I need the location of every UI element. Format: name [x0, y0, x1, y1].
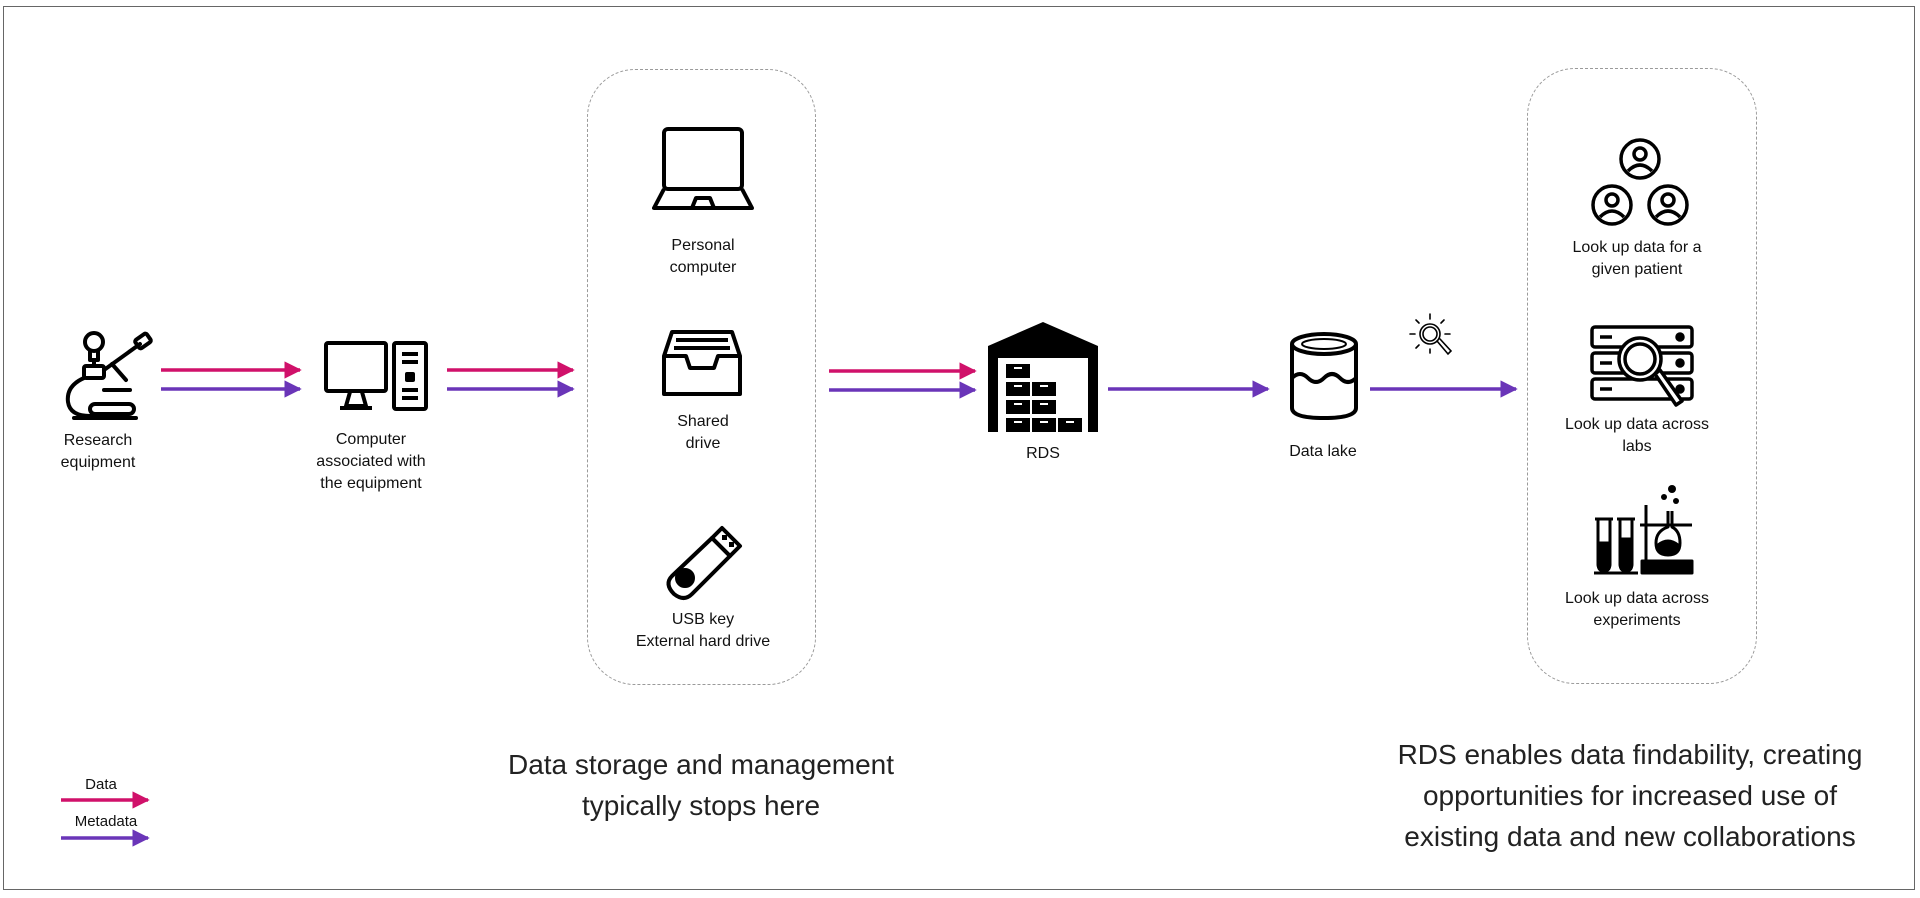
- search-insight-icon: [1408, 312, 1456, 362]
- labs-label: Look up data across labs: [1564, 416, 1710, 455]
- personal-computer-label: Personal computer: [669, 237, 737, 276]
- inbox-tray-icon: [662, 328, 742, 398]
- diagram-frame: [3, 6, 1915, 890]
- legend-metadata-label: Metadata: [74, 813, 138, 830]
- laptop-icon: [652, 126, 754, 211]
- warehouse-icon: [988, 320, 1098, 432]
- database-cylinder-icon: [1288, 330, 1360, 422]
- findability-group-box: [1527, 68, 1757, 684]
- server-search-icon: [1590, 325, 1696, 415]
- desktop-computer-icon: [324, 340, 428, 412]
- shared-drive-label: Shared drive: [677, 413, 729, 452]
- storage-group-box: [587, 69, 816, 685]
- usb-key-icon: [660, 520, 746, 606]
- computer-label: Computer associated with the equipment: [316, 431, 426, 492]
- research-equipment-label: Research equipment: [60, 432, 136, 471]
- experiments-label: Look up data across experiments: [1564, 590, 1710, 629]
- patient-label: Look up data for a given patient: [1572, 239, 1702, 278]
- lab-experiment-icon: [1590, 483, 1695, 578]
- rds-label: RDS: [1026, 445, 1060, 462]
- microscope-icon: [60, 330, 155, 422]
- legend-data-label: Data: [85, 776, 117, 793]
- findability-caption: RDS enables data findability, creating o…: [1397, 739, 1863, 852]
- usb-label: USB key External hard drive: [635, 611, 771, 650]
- patient-network-icon: [1590, 137, 1690, 229]
- data-lake-label: Data lake: [1289, 443, 1357, 460]
- storage-caption: Data storage and management typically st…: [507, 749, 895, 821]
